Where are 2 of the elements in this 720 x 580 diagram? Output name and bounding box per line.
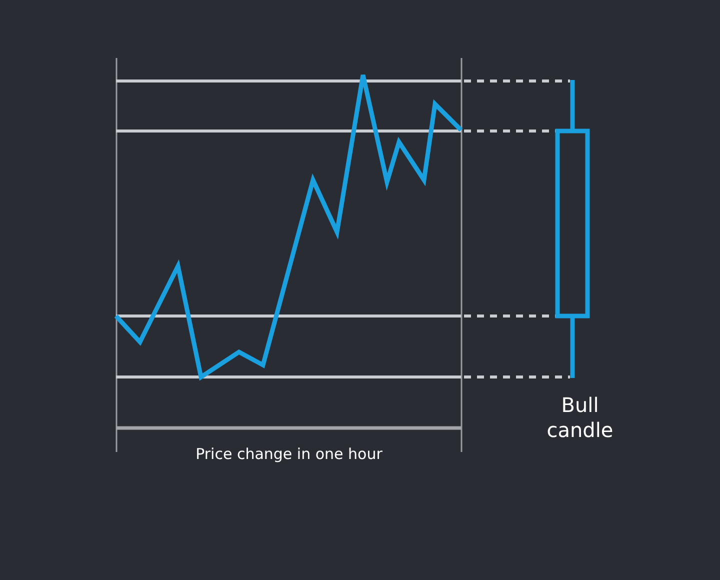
- candle-caption: Bull candle: [546, 393, 614, 443]
- axis-caption: Price change in one hour: [194, 444, 384, 464]
